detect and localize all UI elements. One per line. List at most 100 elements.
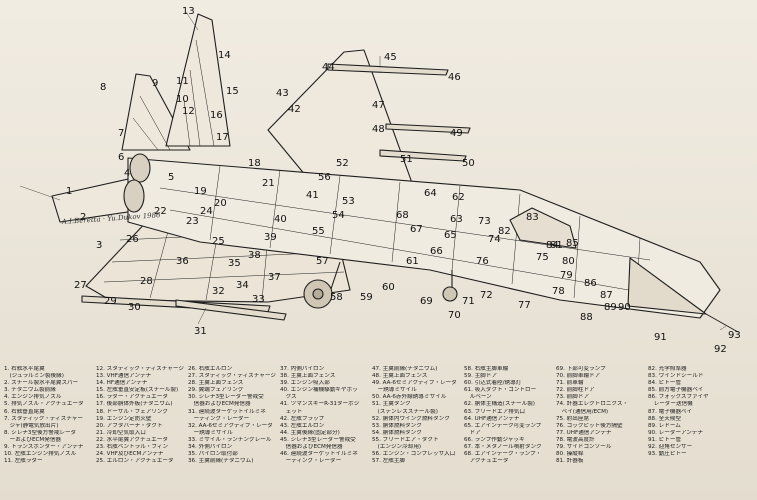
callout-9: 9 — [152, 78, 158, 89]
legend-item: 15. 左舷垂直安定板(スチール製) — [96, 387, 179, 394]
callout-64: 64 — [424, 188, 437, 199]
legend-item: 44. 主翼後縁(固定部分) — [280, 429, 340, 436]
callout-80: 80 — [562, 256, 575, 267]
legend-item: 92. 迎角センサー — [648, 444, 693, 451]
legend-item: 20. アフタバーナ・ダクト — [96, 422, 163, 429]
legend-item: 28. 主翼上面フェンス — [188, 380, 244, 387]
callout-28: 28 — [140, 276, 153, 287]
legend-item: 78. 電波高度計 — [556, 436, 595, 443]
callout-66: 66 — [430, 246, 443, 257]
legend-item: 35. パイロン取付部 — [188, 451, 238, 458]
legend-item: 9. トランスポンダー・アンテナ — [4, 444, 84, 451]
callout-6: 6 — [118, 152, 124, 163]
legend-item: 88. 全天候型 — [648, 415, 682, 422]
engine-nozzle-lower — [123, 179, 145, 213]
callout-14: 14 — [218, 50, 231, 61]
legend-item: アクチュエータ — [464, 458, 509, 465]
fuselage — [127, 157, 721, 319]
callout-86: 86 — [584, 278, 597, 289]
callout-54: 54 — [332, 210, 345, 221]
legend-item: 22. 水平尾翼アクチュエータ — [96, 436, 168, 443]
callout-85: 85 — [566, 238, 579, 249]
callout-12: 12 — [182, 106, 195, 117]
legend-item: 24. VHF及びECMアンテナ — [96, 451, 164, 458]
callout-76: 76 — [476, 256, 489, 267]
callout-83: 83 — [526, 212, 539, 223]
callout-31: 31 — [194, 326, 207, 337]
legend-item: 14. HF通信アンテナ — [96, 380, 148, 387]
callout-7: 7 — [118, 128, 124, 139]
callout-51: 51 — [400, 154, 413, 165]
callout-33: 33 — [252, 294, 265, 305]
callout-21: 21 — [262, 178, 275, 189]
legend-item: 46. 連続波ターゲットイルミネ — [280, 451, 358, 458]
legend-item: (ステンレススチール製) — [372, 408, 438, 415]
callout-45: 45 — [384, 52, 397, 63]
legend-item: 1. 右舷水平尾翼 — [4, 366, 45, 372]
callout-62: 62 — [452, 192, 465, 203]
callout-74: 74 — [488, 234, 501, 245]
fin-ribs — [132, 39, 215, 151]
canopy — [509, 207, 577, 249]
callout-4: 4 — [124, 168, 130, 179]
legend-item: 75. 射出座席 — [556, 415, 590, 422]
callout-15: 15 — [226, 86, 239, 97]
legend-item: 4. エンジン排気ノズル — [4, 394, 62, 401]
legend-item: ーおよびECM発信器 — [4, 436, 62, 443]
callout-17: 17 — [216, 132, 229, 143]
legend-item: 7. スタティック・ディスチャー — [4, 415, 83, 422]
legend-item: 84. ピトー管 — [648, 380, 682, 387]
callout-93: 93 — [728, 330, 741, 341]
callout-84: 84 — [546, 240, 559, 251]
legend-item: 87. 電子機器ベイ — [648, 408, 693, 415]
legend-item: 49. AA-6セミアクティブ・レーダ — [372, 380, 457, 387]
legend-item: 52. 胴体内ウイング燃料タンク — [372, 415, 450, 422]
legend-item: ェット — [280, 408, 303, 415]
callout-88: 88 — [580, 312, 593, 323]
legend-item: 68. エアインテーク・ランプ・ — [464, 451, 542, 458]
legend-item: 72. 前脚柱ドア — [556, 387, 595, 394]
callout-30: 30 — [128, 302, 141, 313]
legend-item: 3. チタニウム製前縁 — [4, 387, 56, 394]
callout-67: 67 — [410, 224, 423, 235]
aircraft-cutaway-drawing: A.I.Beretta · Yu.Dukov 1986 123456789101… — [19, 6, 741, 355]
callout-8: 8 — [100, 82, 106, 93]
callout-16: 16 — [210, 110, 223, 121]
legend-item: 69. 下部可変ランプ — [556, 366, 606, 372]
legend-item: 80. 操縦桿 — [556, 451, 584, 458]
callout-79: 79 — [560, 270, 573, 281]
legend-item: 50. AA-6赤外線誘導ミサイル — [372, 394, 447, 401]
callout-73: 73 — [478, 216, 491, 227]
legend-item: 90. レーダーアンテナ — [648, 429, 703, 436]
legend-item: 91. ピトー管 — [648, 436, 682, 443]
legend-item: ベイ(通信用/ECM) — [556, 408, 609, 415]
legend-item: ルベーン — [464, 394, 492, 401]
callout-48: 48 — [372, 124, 385, 135]
legend-item: 37. 内側パイロン — [280, 366, 325, 372]
legend-item: 61. 吸入ダクト・コントロー — [464, 387, 537, 394]
legend-item: 77. UHF通信アンテナ — [556, 429, 612, 436]
callout-5: 5 — [168, 172, 174, 183]
legend-item: 42. 左舷フラップ — [280, 415, 325, 422]
callout-34: 34 — [236, 280, 249, 291]
callout-78: 78 — [552, 286, 565, 297]
legend-item: 71. 前車輪 — [556, 380, 584, 387]
callout-39: 39 — [264, 232, 277, 243]
legend-item: 63. ブリードエア排気口 — [464, 408, 526, 415]
callout-44: 44 — [322, 62, 335, 73]
legend-item: 32. AA-6セミアクティブ・レーダ — [188, 422, 273, 429]
callout-20: 20 — [214, 198, 227, 209]
callout-22: 22 — [154, 206, 167, 217]
legend-item: ー誘導ミサイル — [372, 387, 417, 394]
radome — [627, 257, 707, 315]
callout-52: 52 — [336, 158, 349, 169]
callout-19: 19 — [194, 186, 207, 197]
legend-item: 40. エンジン補機駆動ギヤボッ — [280, 387, 358, 394]
lower-missiles — [81, 295, 287, 321]
